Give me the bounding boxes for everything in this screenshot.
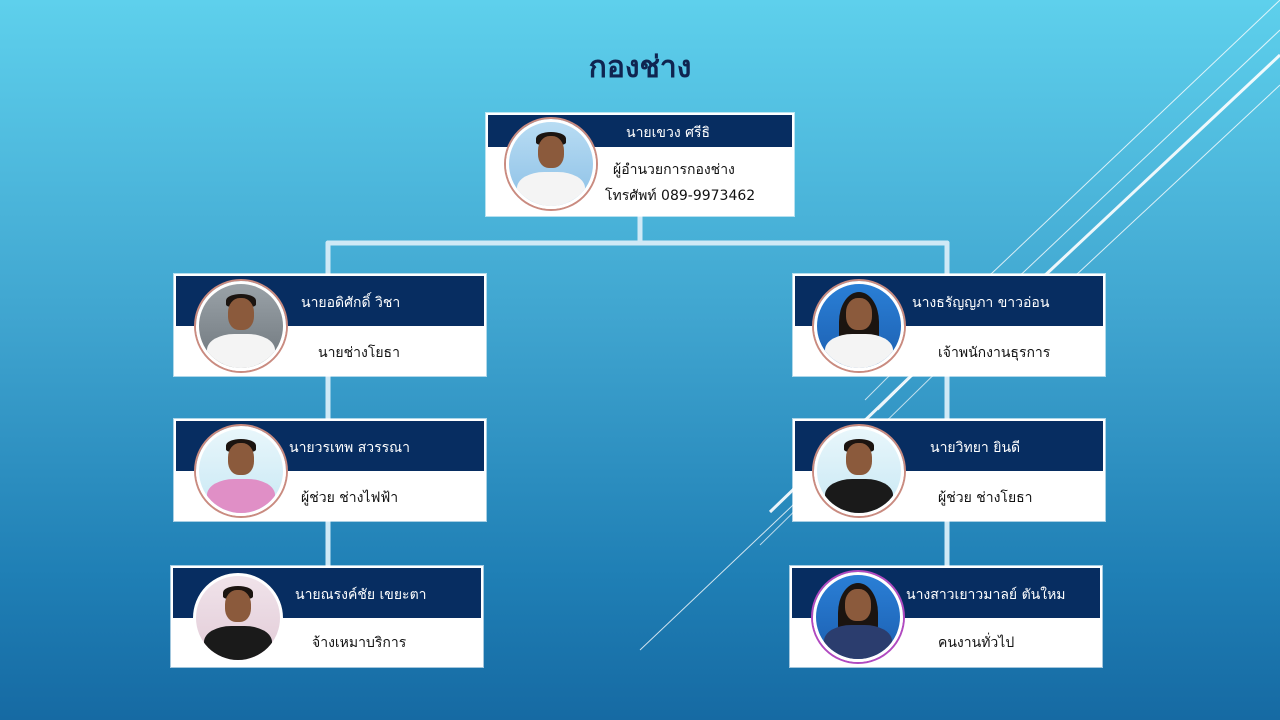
org-card-right-2: นายวิทยา ยินดี ผู้ช่วย ช่างโยธา [793, 419, 1105, 521]
portrait-photo-icon [196, 281, 286, 371]
portrait-photo-icon [193, 573, 283, 663]
org-card-left-3: นายณรงค์ชัย เขยะตา จ้างเหมาบริการ [171, 566, 483, 667]
org-card-right-3: นางสาวเยาวมาลย์ ตันใหม คนงานทั่วไป [790, 566, 1102, 667]
portrait-photo-icon [813, 572, 903, 662]
card-name: นายวิทยา ยินดี [930, 440, 1021, 456]
card-name: นางธรัญญภา ขาวอ่อน [912, 295, 1050, 311]
card-role: ผู้ช่วย ช่างโยธา [938, 490, 1033, 506]
card-role: คนงานทั่วไป [938, 635, 1015, 651]
portrait-photo-icon [814, 426, 904, 516]
card-phone: โทรศัพท์ 089-9973462 [605, 188, 756, 204]
page-title: กองช่าง [588, 50, 692, 85]
portrait-photo-icon [506, 119, 596, 209]
card-name: นางสาวเยาวมาลย์ ตันใหม [906, 587, 1066, 603]
org-card-right-1: นางธรัญญภา ขาวอ่อน เจ้าพนักงานธุรการ [793, 274, 1105, 376]
card-role: ผู้ช่วย ช่างไฟฟ้า [301, 490, 399, 506]
portrait-photo-icon [814, 281, 904, 371]
card-role: นายช่างโยธา [318, 345, 400, 361]
org-card-left-2: นายวรเทพ สวรรณา ผู้ช่วย ช่างไฟฟ้า [174, 419, 486, 521]
card-role: เจ้าพนักงานธุรการ [938, 345, 1051, 361]
card-name: นายณรงค์ชัย เขยะตา [295, 587, 427, 603]
card-name: นายอดิศักดิ์ วิชา [301, 295, 401, 311]
org-card-left-1: นายอดิศักดิ์ วิชา นายช่างโยธา [174, 274, 486, 376]
card-role: จ้างเหมาบริการ [312, 635, 407, 651]
portrait-photo-icon [196, 426, 286, 516]
card-name: นายเขวง ศรีธิ [626, 125, 711, 141]
org-card-director: นายเขวง ศรีธิ ผู้อำนวยการกองช่าง โทรศัพท… [486, 113, 794, 216]
card-name: นายวรเทพ สวรรณา [289, 440, 411, 456]
card-role: ผู้อำนวยการกองช่าง [613, 162, 735, 178]
